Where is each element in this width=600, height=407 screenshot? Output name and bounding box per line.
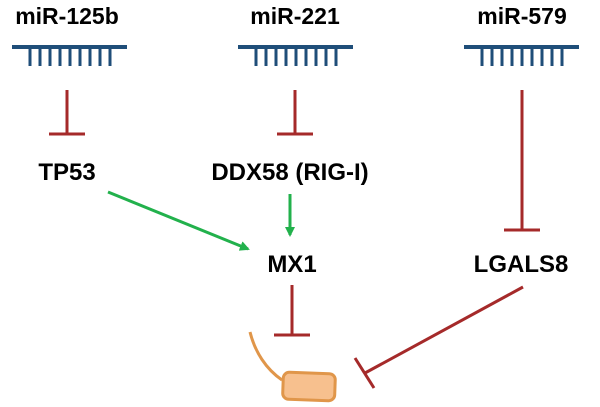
gene-label-lgals8: LGALS8: [474, 251, 569, 278]
inhibition-edge-mir125b-tp53: [49, 90, 85, 136]
mirna-label-mir125b: miR-125b: [15, 3, 119, 29]
activation-edge-tp53-mx1: [107, 190, 250, 251]
inhibition-edge-lgals8-bacterium: [353, 285, 524, 389]
mirna-label-mir579: miR-579: [477, 3, 566, 29]
bacterium-icon: [248, 331, 337, 403]
inhibition-edge-mx1-bacterium: [274, 285, 310, 337]
gene-label-mx1: MX1: [267, 251, 316, 278]
gene-label-ddx58: DDX58 (RIG-I): [211, 159, 368, 186]
gene-label-tp53: TP53: [38, 159, 95, 186]
mirna-comb-icon: [238, 45, 353, 66]
mirna-label-mir221: miR-221: [250, 3, 340, 29]
mirna-comb-icon: [464, 45, 579, 66]
mirna-comb-icon: [12, 45, 127, 66]
inhibition-edge-mir579-lgals8: [504, 90, 540, 232]
inhibition-edge-mir221-ddx58: [277, 90, 313, 136]
